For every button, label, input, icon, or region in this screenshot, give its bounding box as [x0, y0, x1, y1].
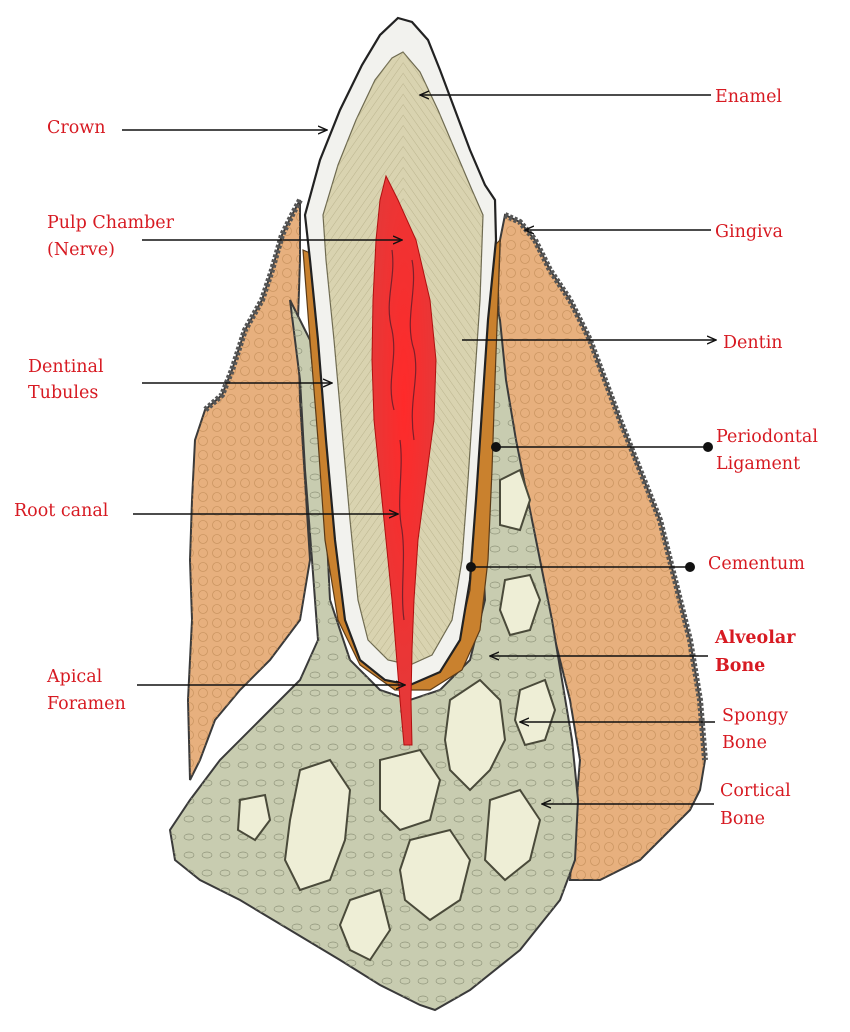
leader-periodontal-ligament-dot-1 [491, 442, 501, 452]
label-apical-foramen-line2: Foramen [47, 694, 126, 714]
leader-cementum-dot-2 [685, 562, 695, 572]
gingiva-left-texture [188, 200, 310, 780]
pulp-vessels [388, 249, 417, 621]
label-crown: Crown [47, 118, 106, 138]
gingiva-right-edge [503, 212, 708, 761]
label-periodontal-ligament-line2: Ligament [716, 454, 801, 474]
label-gingiva: Gingiva [715, 222, 783, 242]
label-periodontal-ligament-line1: Periodontal [716, 427, 818, 447]
label-alveolar-bone-line2: Bone [715, 656, 766, 676]
label-apical-foramen-line1: Apical [47, 667, 103, 687]
label-dentinal-tubules-line1: Dentinal [28, 357, 104, 377]
pulp-chamber [371, 174, 437, 746]
leader-periodontal-ligament-dot-2 [703, 442, 713, 452]
leader-cementum-dot-1 [466, 562, 476, 572]
label-spongy-bone-line2: Bone [722, 733, 768, 753]
label-cortical-bone-line2: Bone [720, 809, 766, 829]
label-dentinal-tubules-line2: Tubules [28, 383, 99, 403]
dentin-tubules-right [403, 52, 483, 665]
gingiva-left-edge [203, 198, 303, 413]
gingiva-right-texture [498, 215, 705, 880]
label-spongy-bone-line1: Spongy [722, 706, 789, 726]
label-pulp-chamber-line2: (Nerve) [47, 240, 115, 260]
label-cortical-bone-line1: Cortical [720, 781, 791, 801]
label-cementum: Cementum [708, 554, 805, 574]
alveolar-bone-texture [170, 300, 578, 1010]
label-pulp-chamber-line1: Pulp Chamber [47, 213, 175, 233]
label-dentin: Dentin [723, 333, 783, 353]
spongy-bone-marrow [236, 468, 557, 962]
label-enamel: Enamel [715, 87, 783, 107]
label-alveolar-bone-line1: Alveolar [715, 628, 796, 648]
label-root-canal: Root canal [14, 501, 109, 521]
